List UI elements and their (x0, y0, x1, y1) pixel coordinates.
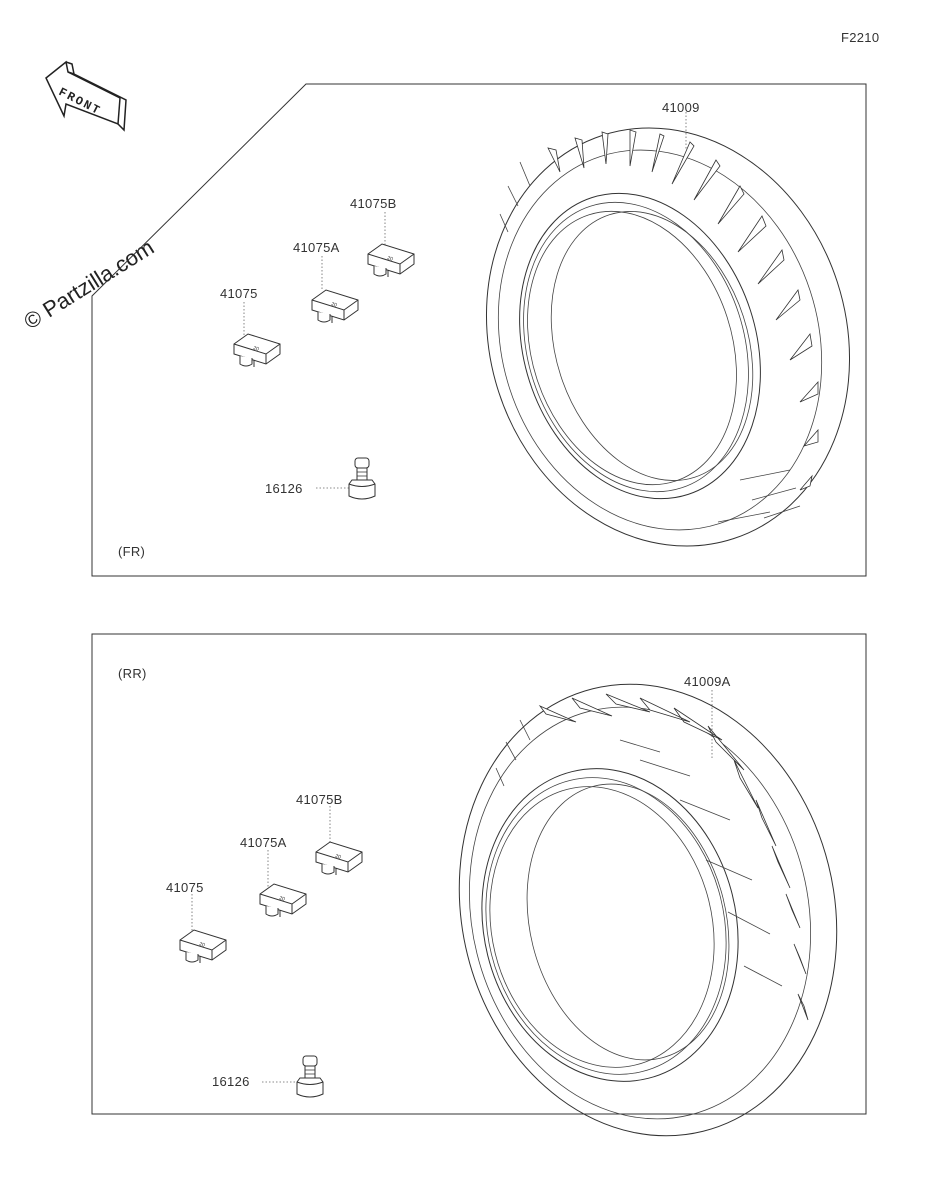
rear-weight-part-number: 41075 (166, 880, 204, 895)
watermark: © Partzilla.com (19, 234, 158, 334)
front-weight-a-part-number: 41075A (293, 240, 340, 255)
front-valve-icon (348, 457, 376, 500)
front-panel: (FR) 41009 41075B 41075A 41075 16126 (91, 83, 867, 577)
rear-weight-b-icon (315, 841, 363, 876)
front-tire-part-number: 41009 (662, 100, 700, 115)
front-valve-part-number: 16126 (265, 481, 303, 496)
rear-weight-b-part-number: 41075B (296, 792, 343, 807)
rear-tire-part-number: 41009A (684, 674, 731, 689)
front-arrow-icon: FRONT (45, 60, 127, 132)
front-section-label: (FR) (118, 544, 145, 559)
front-weight-icon (233, 333, 281, 368)
front-tire-illustration (485, 127, 851, 547)
rear-valve-part-number: 16126 (212, 1074, 250, 1089)
diagram-code: F2210 (841, 30, 879, 45)
rear-tire-illustration (458, 683, 838, 1137)
rear-valve-icon (296, 1055, 324, 1098)
rear-section-label: (RR) (118, 666, 147, 681)
front-weight-a-icon (311, 289, 359, 324)
front-weight-b-part-number: 41075B (350, 196, 397, 211)
front-weight-part-number: 41075 (220, 286, 258, 301)
rear-weight-a-part-number: 41075A (240, 835, 287, 850)
front-weight-b-icon (367, 243, 415, 278)
rear-weight-a-icon (259, 883, 307, 918)
rear-panel: (RR) 41009A 41075B 41075A 41075 16126 (91, 633, 867, 1137)
rear-weight-icon (179, 929, 227, 964)
